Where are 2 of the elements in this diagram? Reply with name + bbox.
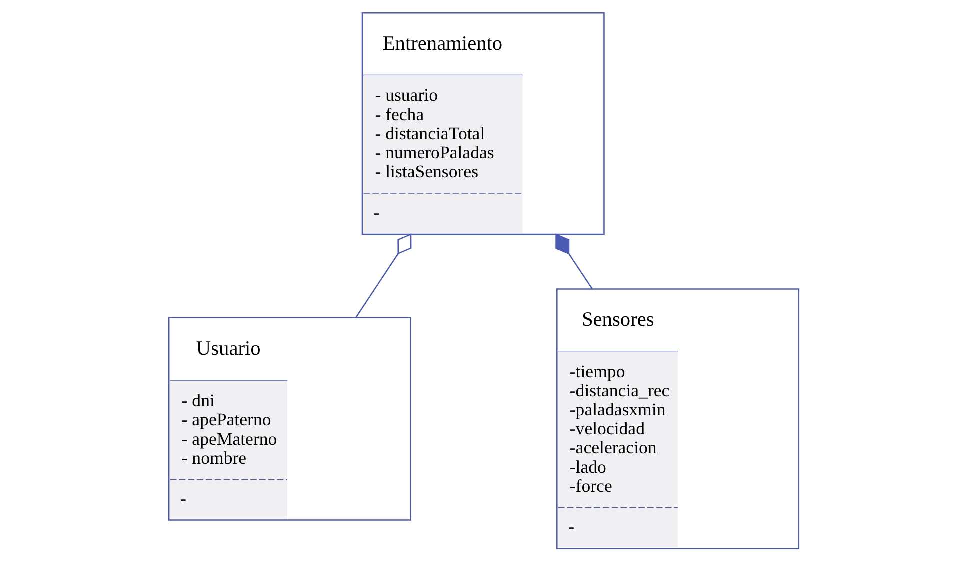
connector [354,234,412,318]
connector [555,234,592,290]
